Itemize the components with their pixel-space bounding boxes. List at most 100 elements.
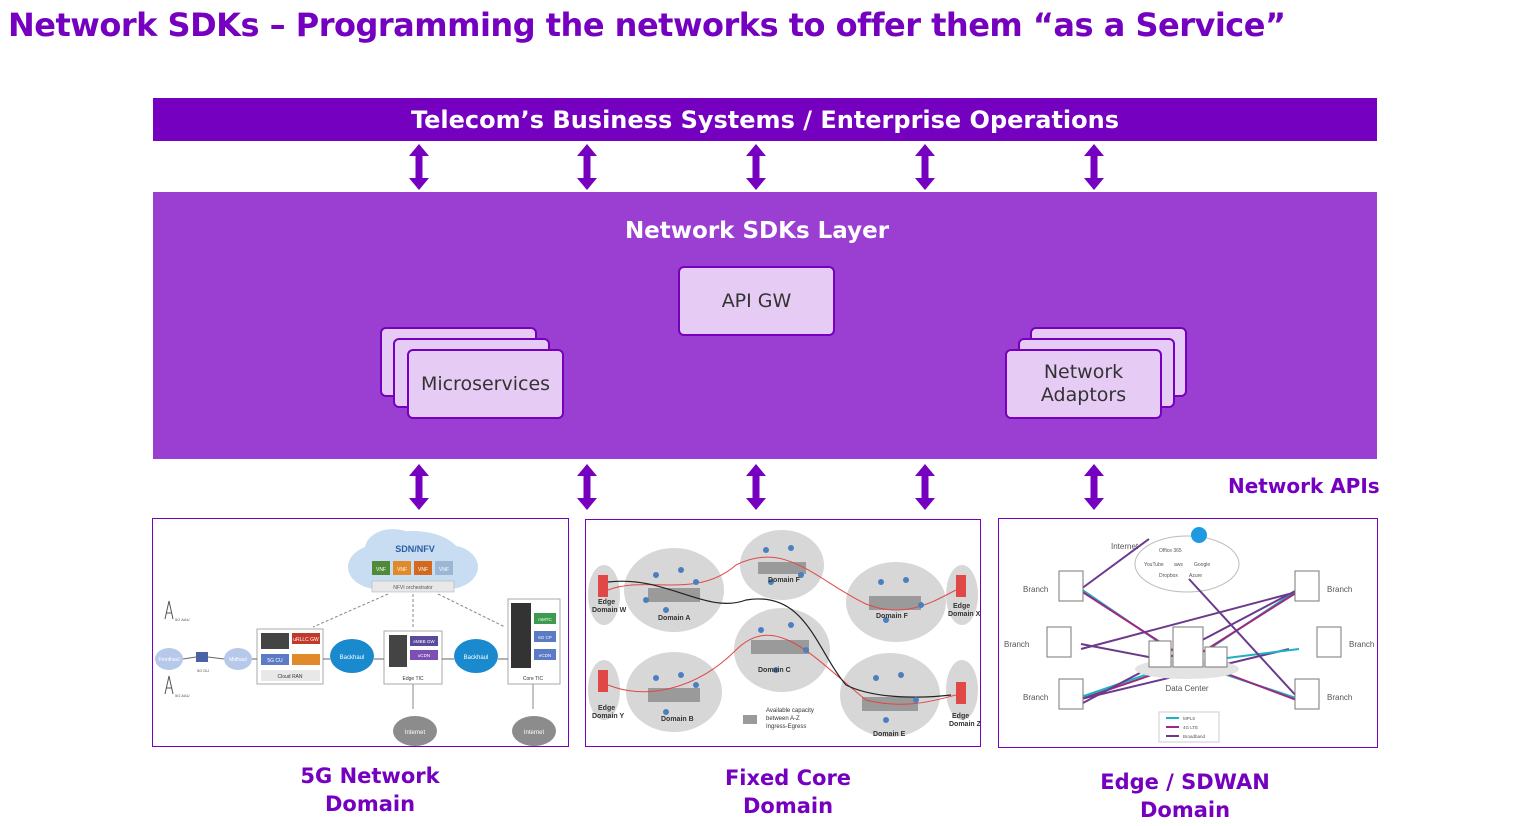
cloud-ran-bar	[261, 670, 320, 681]
internet-label-2: Internet	[524, 730, 545, 736]
legend-mpls: MPLS	[1183, 716, 1195, 721]
microservices-box: Microservices	[407, 349, 564, 419]
edge-caption-line2: Domain	[1139, 798, 1231, 822]
internet-label: Internet	[1111, 542, 1139, 551]
edge-caption: Edge / SDWAN Domain	[1070, 768, 1300, 824]
du-box	[196, 652, 208, 662]
branch-label-4: Branch	[1327, 585, 1352, 594]
ecdn-label: eCDN	[539, 653, 551, 658]
fiveg-caption: 5G Network Domain	[270, 762, 470, 818]
arrow-top-4	[915, 144, 935, 190]
backhaul-cloud-1	[330, 639, 374, 673]
service-dropbox: Dropbox	[1159, 573, 1178, 579]
cloud-ran-label: Cloud RAN	[277, 674, 302, 680]
ran-server	[261, 633, 289, 649]
sdn-nfv-cloud	[348, 529, 478, 591]
midhaul-label: Midhaul	[229, 657, 247, 663]
domain-f-top-label: Domain F	[768, 577, 801, 584]
fiveg-domain-panel: SDN/NFV VNF VNF VNF VNF NFVI orchestrato…	[152, 518, 569, 747]
internet-cloud-1	[393, 716, 437, 746]
edge-sdwan-diagram: Internet Office 365 YouTube aws Google D…	[1004, 527, 1374, 743]
domain-b-label: Domain B	[661, 716, 694, 723]
vnf-box-1	[372, 561, 390, 575]
embb-box	[410, 636, 438, 646]
embb-label: eMBB GW	[413, 639, 435, 644]
core-server	[511, 603, 531, 668]
path-red-1	[607, 556, 957, 611]
service-azure: Azure	[1189, 573, 1202, 579]
page-title: Network SDKs – Programming the networks …	[8, 6, 1286, 44]
adaptors-line1: Network	[1043, 361, 1124, 383]
branch-label-6: Branch	[1327, 693, 1352, 702]
branch-label-5: Branch	[1349, 640, 1374, 649]
edge-sdwan-panel: Internet Office 365 YouTube aws Google D…	[998, 518, 1378, 748]
domain-clouds	[588, 530, 978, 737]
data-center-label: Data Center	[1165, 684, 1208, 693]
arrow-bottom-1	[409, 464, 429, 510]
vnf-label-4: VNF	[439, 567, 449, 573]
edge-tic-label: Edge TIC	[402, 676, 423, 682]
path-black	[607, 580, 952, 698]
edge-routers	[598, 575, 966, 704]
cu-vnf-box	[292, 654, 320, 665]
data-center-building	[1135, 626, 1239, 679]
internet-label-1: Internet	[405, 730, 426, 736]
fiveg-caption-line1: 5G Network	[300, 764, 440, 788]
backhaul-cloud-2	[454, 639, 498, 673]
branch-buildings	[1046, 570, 1342, 710]
business-systems-bar: Telecom’s Business Systems / Enterprise …	[153, 98, 1377, 141]
arrow-top-5	[1084, 144, 1104, 190]
arrow-top-2	[577, 144, 597, 190]
vnf-label-1: VNF	[376, 567, 386, 573]
capacity-legend-swatch	[743, 715, 757, 724]
nfvi-label: NFVI orchestrator	[393, 585, 433, 591]
vnf-label-3: VNF	[418, 567, 428, 573]
vnf-box-3	[414, 561, 432, 575]
cu-box	[261, 654, 289, 665]
domain-c-label: Domain C	[758, 667, 791, 674]
legend-broadband: Broadband	[1183, 734, 1206, 739]
api-gw-box: API GW	[678, 266, 835, 336]
fixed-caption: Fixed Core Domain	[688, 764, 888, 820]
salesforce-icon	[1191, 527, 1207, 543]
fiveg-diagram: SDN/NFV VNF VNF VNF VNF NFVI orchestrato…	[155, 529, 561, 746]
orchestration-links	[312, 593, 506, 628]
ucdn-box	[410, 650, 438, 660]
backhaul-label-1: Backhaul	[340, 655, 365, 661]
du-label: 5G DU	[197, 668, 209, 673]
domain-f-label: Domain F	[876, 613, 909, 620]
fronthaul-label: Fronthaul	[158, 657, 179, 663]
capacity-legend-text: Available capacity between A-Z Ingress-E…	[766, 708, 816, 730]
midhaul-cloud	[224, 648, 252, 670]
fixed-caption-line1: Fixed Core	[724, 766, 852, 790]
legend-lte: 4G LTE	[1183, 725, 1198, 730]
arrow-bottom-3	[746, 464, 766, 510]
cu-label: 5G CU	[267, 658, 283, 664]
vnf-label-2: VNF	[397, 567, 407, 573]
domain-a-label: Domain A	[658, 615, 690, 622]
edge-server	[389, 635, 407, 667]
aau-label-1: 5G AAU	[175, 617, 190, 622]
service-office: Office 365	[1159, 548, 1182, 554]
sdn-nfv-label: SDN/NFV	[395, 544, 435, 554]
service-youtube: YouTube	[1144, 562, 1164, 568]
network-apis-label: Network APIs	[1228, 474, 1380, 498]
sdk-layer-title: Network SDKs Layer	[624, 218, 890, 244]
vnf-box-2	[393, 561, 411, 575]
vnf-box-4	[435, 561, 453, 575]
cp-label: 5G CP	[538, 635, 552, 640]
aau-label-2: 5G AAU	[175, 693, 190, 698]
mmtc-box	[534, 613, 556, 624]
fronthaul-cloud	[155, 648, 183, 670]
adaptors-line2: Adaptors	[1040, 384, 1127, 406]
router-nodes	[643, 545, 924, 723]
arrow-bottom-2	[577, 464, 597, 510]
fixed-caption-line2: Domain	[742, 794, 834, 818]
service-aws: aws	[1174, 562, 1183, 568]
nfvi-bar	[371, 580, 455, 593]
internet-cloud	[1134, 535, 1240, 593]
urllc-label: uRLLC GW	[293, 637, 319, 643]
branch-label-3: Branch	[1023, 693, 1048, 702]
